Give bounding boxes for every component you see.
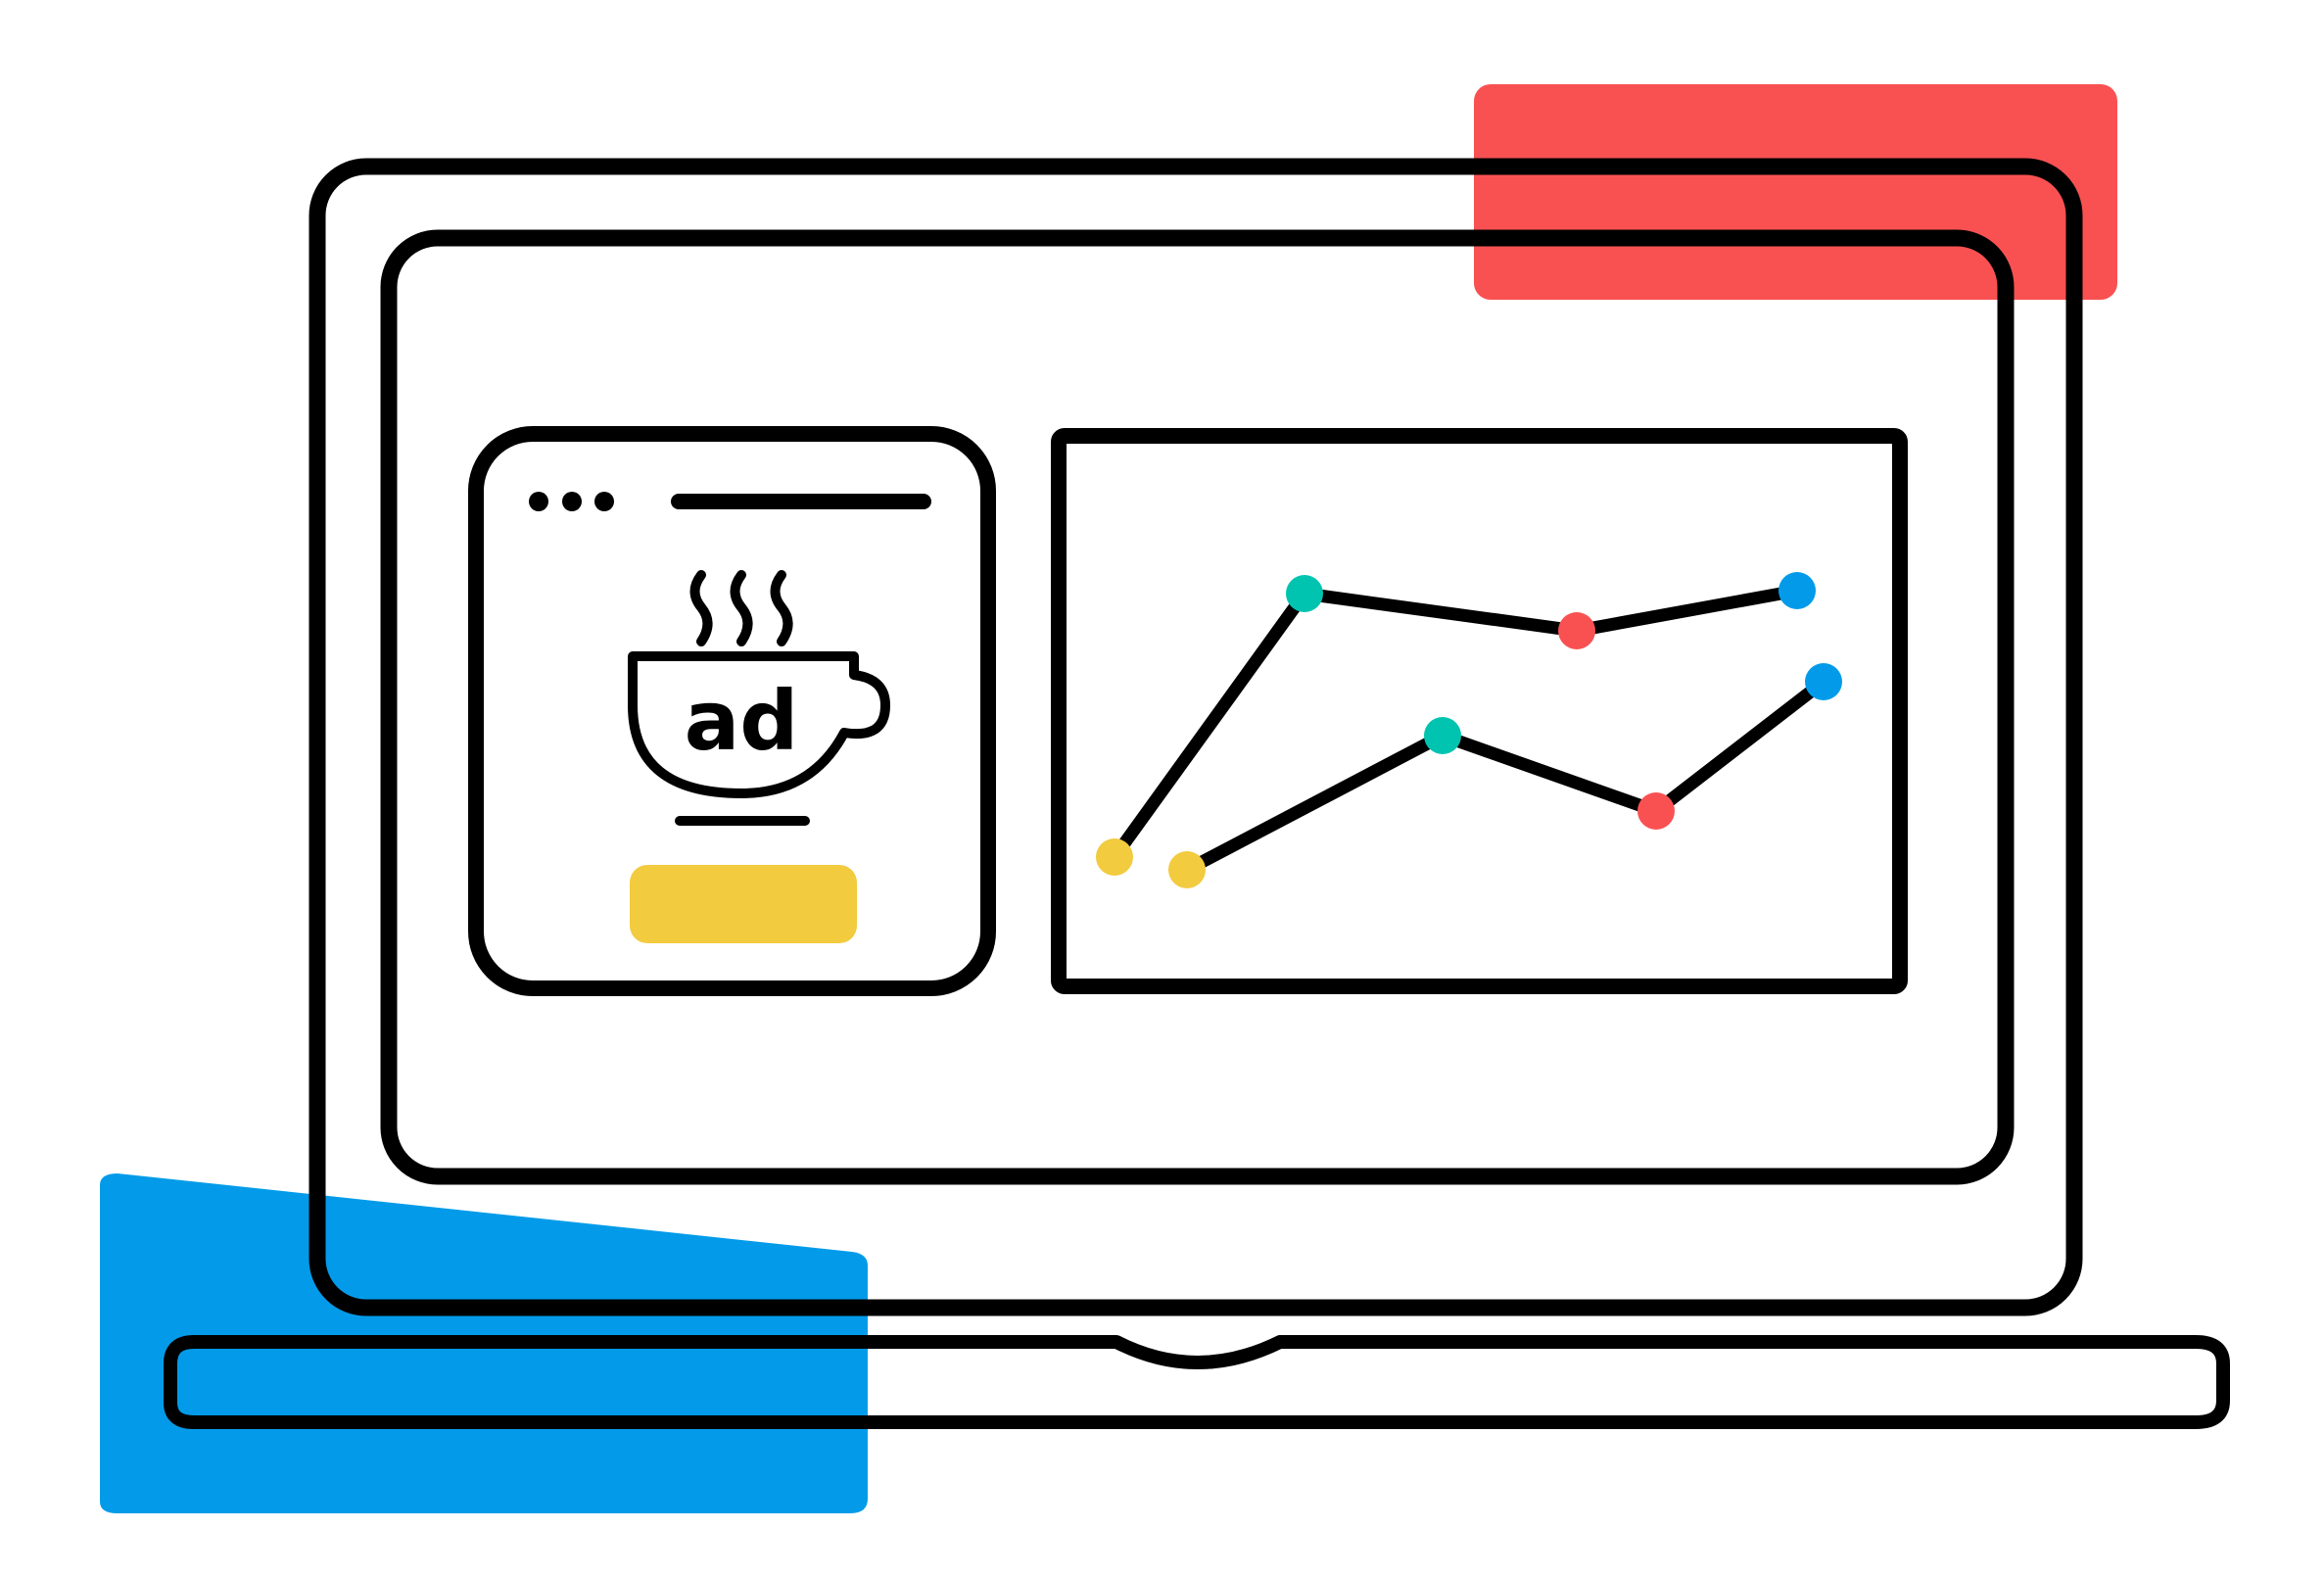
- steam-icon: [730, 570, 753, 646]
- cup-label: ad: [685, 673, 799, 769]
- chart-point: [1286, 575, 1323, 612]
- chart-point: [1779, 572, 1816, 609]
- window-dot-icon: [529, 492, 548, 511]
- laptop-lid: [308, 158, 2083, 1316]
- window-dot-icon: [594, 492, 614, 511]
- chart-point: [1558, 612, 1595, 649]
- chart-series-line: [1183, 676, 1827, 876]
- ad-button: [630, 865, 857, 943]
- chart-panel: [1051, 428, 1908, 994]
- window-dot-icon: [562, 492, 582, 511]
- laptop-screen: [380, 229, 2015, 1185]
- chart-point: [1424, 717, 1461, 754]
- coffee-cup-icon: [628, 570, 890, 826]
- ad-card: ad: [468, 426, 996, 996]
- laptop-base: [164, 1335, 2230, 1429]
- chart-frame: [1051, 428, 1908, 994]
- chart-point: [1096, 838, 1133, 876]
- ad-card-frame: [468, 426, 996, 996]
- chart-point: [1637, 792, 1675, 830]
- steam-icon: [770, 570, 793, 646]
- steam-icon: [689, 570, 713, 646]
- chart-point: [1168, 851, 1206, 888]
- cup-body: [628, 651, 890, 798]
- chart-point: [1805, 663, 1842, 700]
- chart-series-line: [1109, 584, 1799, 861]
- red-accent-shape: [1474, 84, 2117, 300]
